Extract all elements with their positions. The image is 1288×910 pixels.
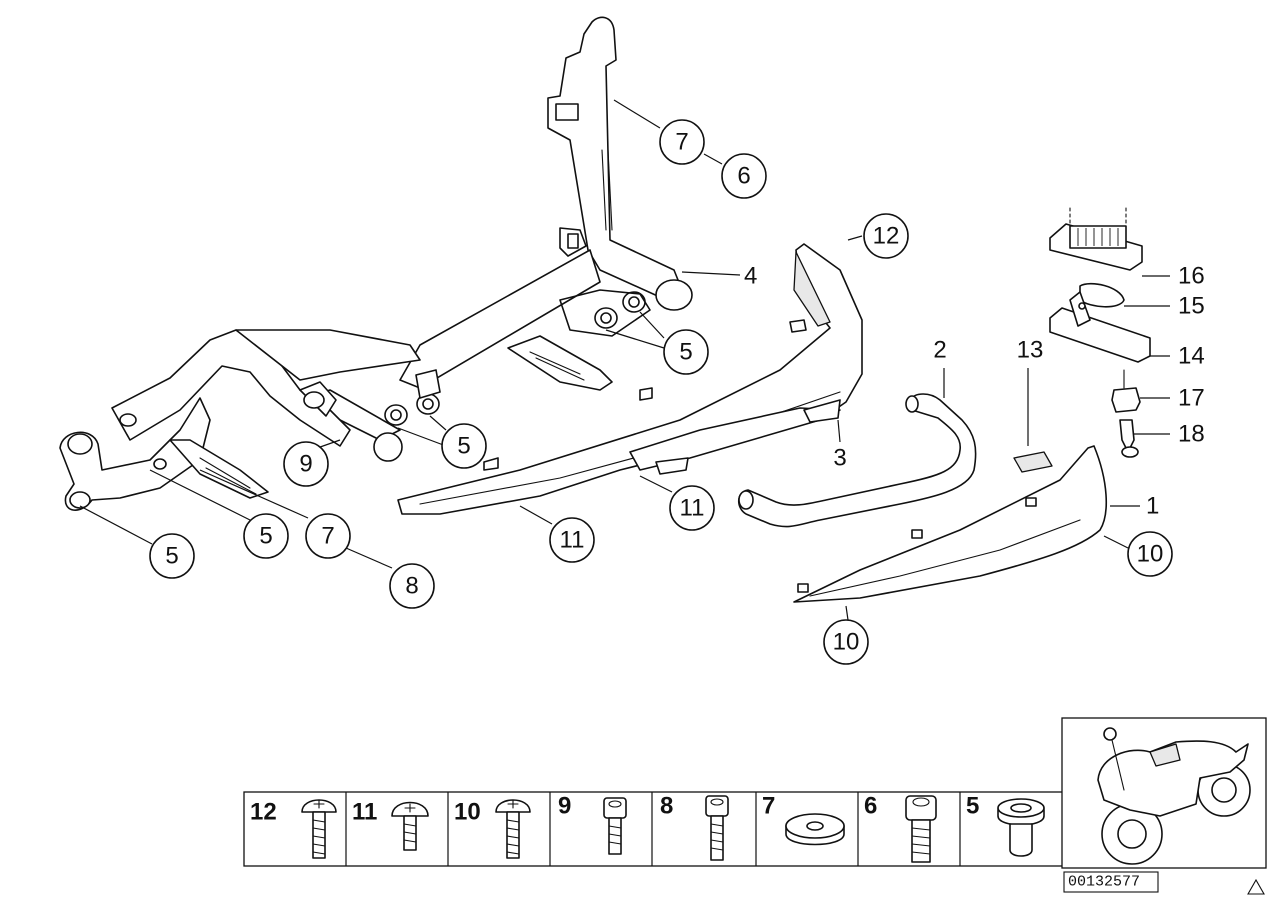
callout-12: 12 (863, 213, 909, 259)
callout-11-a: 11 (549, 517, 595, 563)
callout-18: 18 (1178, 421, 1205, 448)
callout-label: 11 (680, 495, 705, 522)
callout-7-bottom: 7 (305, 513, 351, 559)
callout-label: 9 (299, 451, 312, 478)
washer-7-icon (785, 813, 845, 846)
callout-7-top: 7 (659, 119, 705, 165)
callout-label: 8 (405, 573, 418, 600)
legend-number: 9 (558, 793, 571, 820)
callout-label: 10 (1137, 541, 1164, 568)
callout-label: 17 (1178, 385, 1205, 412)
legend-number: 10 (454, 799, 481, 826)
callout-15: 15 (1178, 293, 1205, 320)
callout-label: 3 (833, 445, 846, 472)
callout-4: 4 (744, 263, 757, 290)
callout-5-c: 5 (149, 533, 195, 579)
callout-2: 2 (933, 337, 946, 364)
callout-11-b: 11 (669, 485, 715, 531)
callout-label: 7 (675, 129, 688, 156)
bushing-5-icon (997, 798, 1045, 857)
fastener-legend: 12 11 10 9 8 7 6 5 (243, 791, 1065, 867)
screw-11-icon (391, 801, 429, 851)
callout-label: 5 (165, 543, 178, 570)
motorcycle-icon (1097, 727, 1251, 865)
screw-10-icon (495, 799, 531, 859)
callout-label: 13 (1017, 337, 1044, 364)
lamp-assembly (1049, 207, 1151, 458)
callout-16: 16 (1178, 263, 1205, 290)
callout-5-d: 5 (243, 513, 289, 559)
legend-number: 6 (864, 793, 877, 820)
callout-label: 11 (560, 527, 585, 554)
callout-label: 1 (1146, 493, 1159, 520)
legend-number: 7 (762, 793, 775, 820)
callout-label: 5 (259, 523, 272, 550)
callout-label: 12 (873, 223, 900, 250)
callout-label: 7 (321, 523, 334, 550)
callout-10-a: 10 (1127, 531, 1173, 577)
screw-12-icon (301, 799, 337, 859)
callout-label: 4 (744, 263, 757, 290)
legend-number: 8 (660, 793, 673, 820)
side-panel (793, 445, 1108, 603)
callout-label: 10 (833, 629, 860, 656)
callout-label: 18 (1178, 421, 1205, 448)
legend-number: 12 (250, 799, 277, 826)
callout-1: 1 (1146, 493, 1159, 520)
legend-number: 11 (352, 799, 377, 826)
diagram-id: 00132577 (1068, 874, 1140, 891)
screw-6-icon (905, 795, 937, 863)
callout-17: 17 (1178, 385, 1205, 412)
callout-14: 14 (1178, 343, 1205, 370)
callout-label: 5 (457, 433, 470, 460)
callout-5-a: 5 (663, 329, 709, 375)
callout-13: 13 (1017, 337, 1044, 364)
legend-number: 5 (966, 793, 979, 820)
callout-label: 2 (933, 337, 946, 364)
rear-bracket (59, 329, 421, 511)
document-number: 00132577 (1063, 871, 1159, 893)
screw-8-icon (705, 795, 729, 861)
callout-label: 15 (1178, 293, 1205, 320)
callout-9: 9 (283, 441, 329, 487)
callout-label: 5 (679, 339, 692, 366)
callouts: 7 6 4 12 5 5 9 5 5 7 5 8 11 11 3 2 13 16… (149, 119, 1205, 665)
callout-8: 8 (389, 563, 435, 609)
motorcycle-thumbnail (1061, 717, 1267, 869)
callout-label: 16 (1178, 263, 1205, 290)
callout-10-b: 10 (823, 619, 869, 665)
callout-3: 3 (833, 445, 846, 472)
grab-rail (737, 393, 977, 528)
tail-fairing (397, 243, 863, 515)
screw-9-icon (603, 797, 627, 855)
frame-assembly (299, 16, 693, 462)
warning-triangle-icon (1247, 878, 1265, 895)
pad (1013, 451, 1053, 473)
callout-label: 6 (737, 163, 750, 190)
callout-6: 6 (721, 153, 767, 199)
callout-5-b: 5 (441, 423, 487, 469)
callout-label: 14 (1178, 343, 1205, 370)
